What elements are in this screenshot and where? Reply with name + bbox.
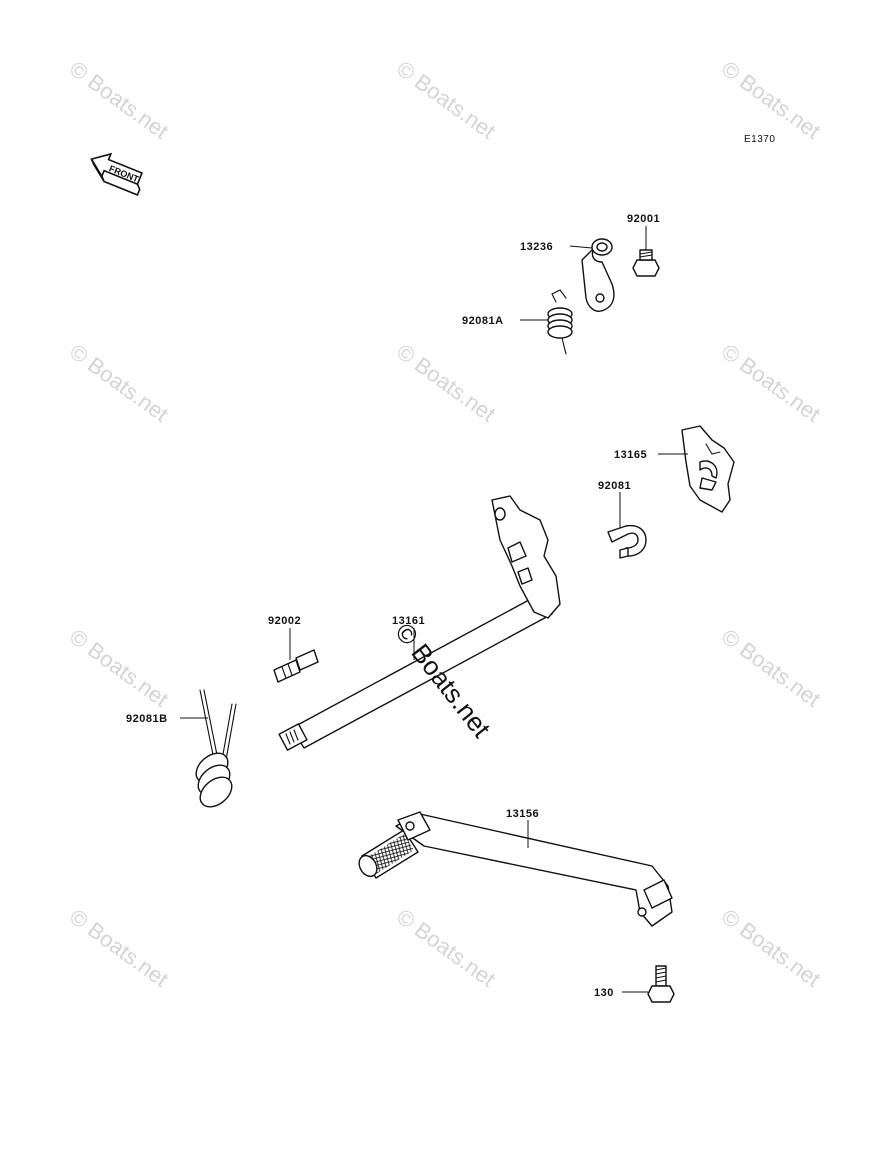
watermark-grid: © Boats.net © Boats.net © Boats.net © Bo… <box>65 56 825 992</box>
part-92001-bolt[interactable] <box>632 249 660 277</box>
label-130[interactable]: 130 <box>594 987 614 999</box>
watermark: © Boats.net <box>65 624 173 712</box>
part-13236-arm[interactable] <box>581 238 615 312</box>
part-92081A-spring[interactable] <box>547 289 573 355</box>
label-92001[interactable]: 92001 <box>627 213 660 225</box>
label-92081[interactable]: 92081 <box>598 480 631 492</box>
label-13236[interactable]: 13236 <box>520 241 553 253</box>
part-13165-plate[interactable] <box>681 425 735 513</box>
label-92081B[interactable]: 92081B <box>126 713 168 725</box>
label-13156[interactable]: 13156 <box>506 808 539 820</box>
watermark: © Boats.net <box>392 339 500 427</box>
label-13161[interactable]: 13161 <box>392 615 425 627</box>
diagram-code: E1370 <box>744 134 775 145</box>
watermark: © Boats.net <box>65 904 173 992</box>
part-130-bolt[interactable] <box>647 965 675 1003</box>
label-92002[interactable]: 92002 <box>268 615 301 627</box>
part-13156-shift-pedal[interactable] <box>356 811 673 927</box>
part-92081-clip[interactable] <box>607 524 647 559</box>
front-arrow-icon: FRONT <box>90 152 144 196</box>
watermark: © Boats.net <box>392 904 500 992</box>
label-13165[interactable]: 13165 <box>614 449 647 461</box>
watermark: © Boats.net <box>717 339 825 427</box>
watermark: © Boats.net <box>65 56 173 144</box>
part-13161-shift-shaft[interactable] <box>278 495 561 751</box>
part-92002-pin[interactable] <box>273 649 319 683</box>
watermark: © Boats.net <box>717 904 825 992</box>
watermark: © Boats.net <box>392 56 500 144</box>
watermark: © Boats.net <box>717 624 825 712</box>
part-92081B-spring[interactable] <box>190 689 237 813</box>
watermark: © Boats.net <box>65 339 173 427</box>
watermark: © Boats.net <box>717 56 825 144</box>
label-92081A[interactable]: 92081A <box>462 315 504 327</box>
